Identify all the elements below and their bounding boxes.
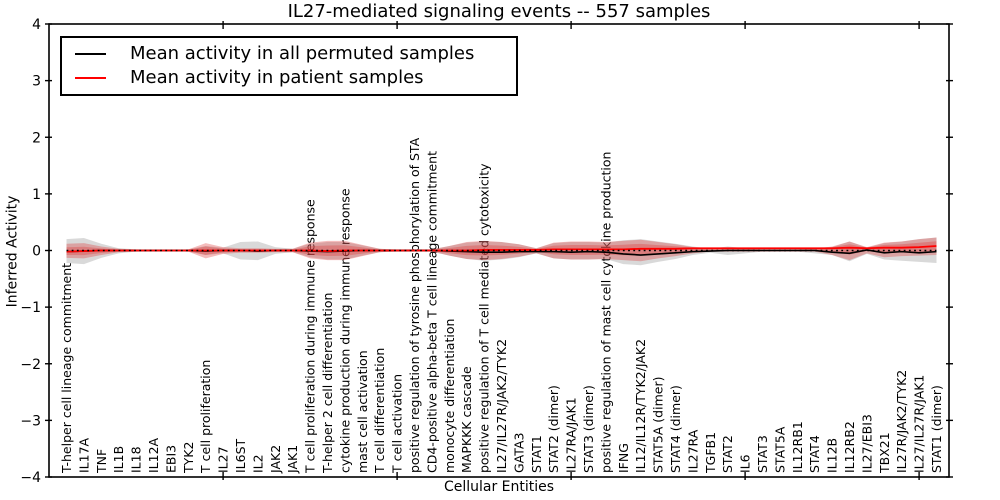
x-tick-label: JAK2 <box>268 445 283 474</box>
x-tick-label: IL6 <box>738 454 753 473</box>
x-tick-label: IL27 <box>216 446 231 473</box>
x-tick-label: IL1B <box>111 446 126 473</box>
x-tick-label: mast cell activation <box>355 350 370 473</box>
x-tick-label: IL27/EBI3 <box>859 414 874 473</box>
legend-label-patient: Mean activity in patient samples <box>130 67 424 89</box>
x-tick-label: IL27/IL27R/JAK1 <box>912 375 927 473</box>
x-tick-label: IL27R/JAK2/TYK2 <box>894 370 909 473</box>
legend-label-permuted: Mean activity in all permuted samples <box>130 42 475 64</box>
x-tick-label: TGFB1 <box>703 432 718 474</box>
x-tick-label: positive regulation of T cell mediated c… <box>477 163 492 473</box>
legend-entry-patient: Mean activity in patient samples <box>75 69 516 87</box>
y-tick-label: 2 <box>32 130 41 146</box>
x-tick-label: T cell proliferation <box>198 360 213 474</box>
x-tick-label: IL12A <box>146 437 161 473</box>
y-tick-label: 4 <box>32 17 41 33</box>
y-tick-label: 3 <box>32 74 41 90</box>
y-tick-label: 1 <box>32 187 41 203</box>
patient-range-band-inner <box>66 241 937 257</box>
x-tick-label: IL27RA <box>685 429 700 473</box>
x-tick-label: positive regulation of tyrosine phosphor… <box>407 137 422 473</box>
x-tick-label: T-helper 2 cell differentiation <box>320 293 335 474</box>
x-tick-label: T cell activation <box>390 374 405 474</box>
x-tick-label: positive regulation of mast cell cytokin… <box>598 152 613 473</box>
x-tick-label: STAT2 (dimer) <box>546 385 561 473</box>
x-tick-label: TBX21 <box>877 432 892 474</box>
x-tick-label: STAT4 <box>807 435 822 473</box>
legend: Mean activity in all permuted samples Me… <box>60 36 518 96</box>
x-tick-label: monocyte differentiation <box>442 319 457 473</box>
x-tick-label: TYK2 <box>181 442 196 474</box>
patient-mean-line <box>66 245 937 253</box>
x-tick-label: STAT4 (dimer) <box>668 385 683 473</box>
x-tick-label: IL27RA/JAK1 <box>564 397 579 473</box>
x-tick-label: IL12B <box>825 438 840 473</box>
x-tick-label: STAT3 <box>755 435 770 473</box>
x-tick-label: IL12RB2 <box>842 421 857 473</box>
chart-title: IL27-mediated signaling events -- 557 sa… <box>287 1 711 22</box>
x-tick-label: IL17A <box>76 437 91 473</box>
x-tick-label: IFNG <box>616 443 631 473</box>
x-tick-label: STAT5A (dimer) <box>651 377 666 473</box>
x-tick-label: CD4-positive alpha-beta T cell lineage c… <box>424 151 439 473</box>
x-tick-label: IL18 <box>129 446 144 473</box>
y-tick-label: −4 <box>20 470 41 486</box>
x-tick-label: EBI3 <box>163 445 178 473</box>
x-tick-label: STAT1 <box>529 435 544 473</box>
x-tick-label: STAT1 (dimer) <box>929 385 944 473</box>
x-tick-label: JAK1 <box>285 445 300 474</box>
x-tick-label: STAT2 <box>720 435 735 473</box>
y-axis-label: Inferred Activity <box>4 195 21 308</box>
x-tick-label: T cell differentiation <box>372 348 387 474</box>
x-tick-label: MAPKKK cascade <box>459 366 474 473</box>
y-tick-label: −1 <box>20 300 41 316</box>
legend-entry-permuted: Mean activity in all permuted samples <box>75 42 516 64</box>
y-tick-label: −2 <box>20 357 41 373</box>
x-tick-label: IL12RB1 <box>790 421 805 473</box>
x-tick-label: cytokine production during immune respon… <box>337 188 352 473</box>
x-axis-label: Cellular Entities <box>443 479 555 495</box>
y-tick-label: 0 <box>32 244 41 260</box>
x-tick-label: STAT5A <box>772 426 787 473</box>
permuted-range-band <box>66 237 937 266</box>
x-tick-label: STAT3 (dimer) <box>581 385 596 473</box>
x-tick-label: T cell proliferation during immune respo… <box>303 199 318 474</box>
x-tick-label: IL27/IL27R/JAK2/TYK2 <box>494 339 509 473</box>
x-tick-label: IL6ST <box>233 438 248 473</box>
patient-line-icon <box>75 77 106 80</box>
x-tick-label: IL2 <box>250 454 265 473</box>
permuted-line-icon <box>75 52 106 55</box>
x-tick-label: TNF <box>94 449 109 474</box>
x-tick-label: IL12/IL12R/TYK2/JAK2 <box>633 339 648 473</box>
y-tick-label: −3 <box>20 413 41 429</box>
x-tick-label: T-helper cell lineage commitment <box>59 263 74 474</box>
x-tick-label: GATA3 <box>511 433 526 473</box>
